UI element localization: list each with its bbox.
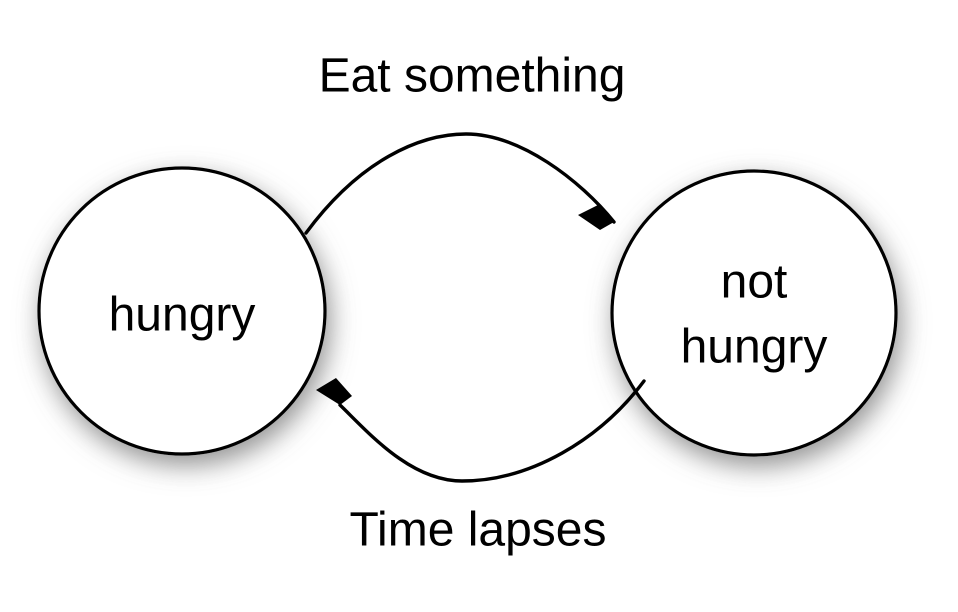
state-node-hungry[interactable]: hungry bbox=[37, 166, 327, 456]
arrow-head-icon-to-not-hungry bbox=[578, 205, 614, 230]
transition-label-eat-something: Eat something bbox=[319, 50, 626, 103]
state-label-not-hungry-line2: hungry bbox=[681, 321, 828, 374]
state-circle-not-hungry[interactable] bbox=[610, 169, 898, 457]
arrow-head-icon-to-hungry bbox=[316, 378, 352, 405]
state-node-not-hungry[interactable]: not hungry bbox=[610, 169, 898, 457]
state-circle-hungry[interactable] bbox=[37, 166, 327, 456]
transition-eat-something[interactable] bbox=[304, 132, 616, 235]
state-label-not-hungry-line1: not bbox=[721, 256, 788, 309]
transition-label-time-lapses: Time lapses bbox=[350, 504, 607, 557]
transition-curve-eat-something[interactable] bbox=[304, 132, 616, 235]
state-label-hungry: hungry bbox=[109, 289, 256, 342]
transition-curve-time-lapses[interactable] bbox=[338, 379, 646, 483]
transition-time-lapses[interactable] bbox=[316, 378, 646, 483]
